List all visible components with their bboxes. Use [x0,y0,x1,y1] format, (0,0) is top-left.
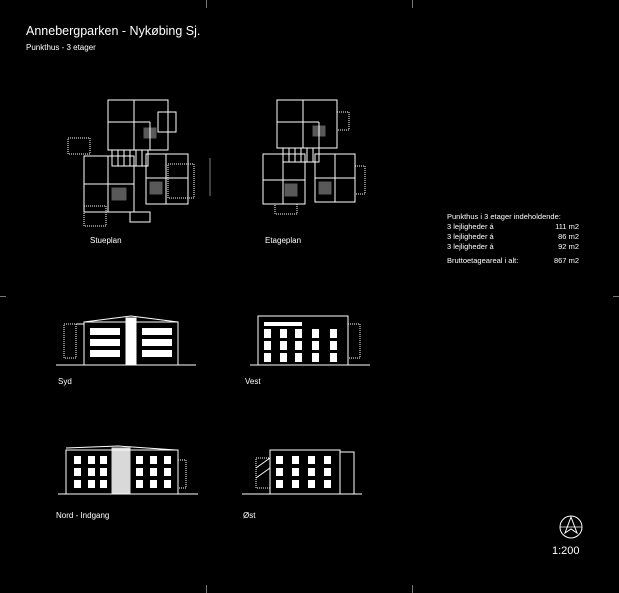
area-summary: Punkthus i 3 etager indeholdende: 3 lejl… [447,212,579,266]
crop-mark [613,296,619,297]
elevation-vest [250,315,370,366]
area-row: 3 lejligheder á 92 m2 [447,242,579,251]
plan-label-etageplan: Etageplan [265,236,302,245]
crop-mark [0,296,6,297]
north-arrow-icon [559,515,583,539]
crop-mark [206,0,207,8]
crop-mark [412,0,413,8]
floor-plan-stueplan [67,99,211,227]
page-subtitle: Punkthus - 3 etager [26,43,96,52]
drawing-scale: 1:200 [552,545,580,557]
elevation-label-nord: Nord - Indgang [56,511,110,520]
page-title: Annebergparken - Nykøbing Sj. [26,24,201,38]
floor-plan-etageplan [262,99,366,215]
elevation-syd [56,315,196,366]
plan-label-stueplan: Stueplan [90,236,122,245]
elevation-nord [58,445,198,495]
elevation-label-syd: Syd [58,377,72,386]
area-row: 3 lejligheder á 86 m2 [447,232,579,241]
crop-mark [412,585,413,593]
elevation-ost [242,449,362,495]
crop-mark [206,585,207,593]
area-total-row: Bruttoetageareal i alt: 867 m2 [447,256,579,265]
area-summary-heading: Punkthus i 3 etager indeholdende: [447,212,561,221]
area-row: 3 lejligheder á 111 m2 [447,222,579,231]
elevation-label-ost: Øst [243,511,256,520]
elevation-label-vest: Vest [245,377,261,386]
